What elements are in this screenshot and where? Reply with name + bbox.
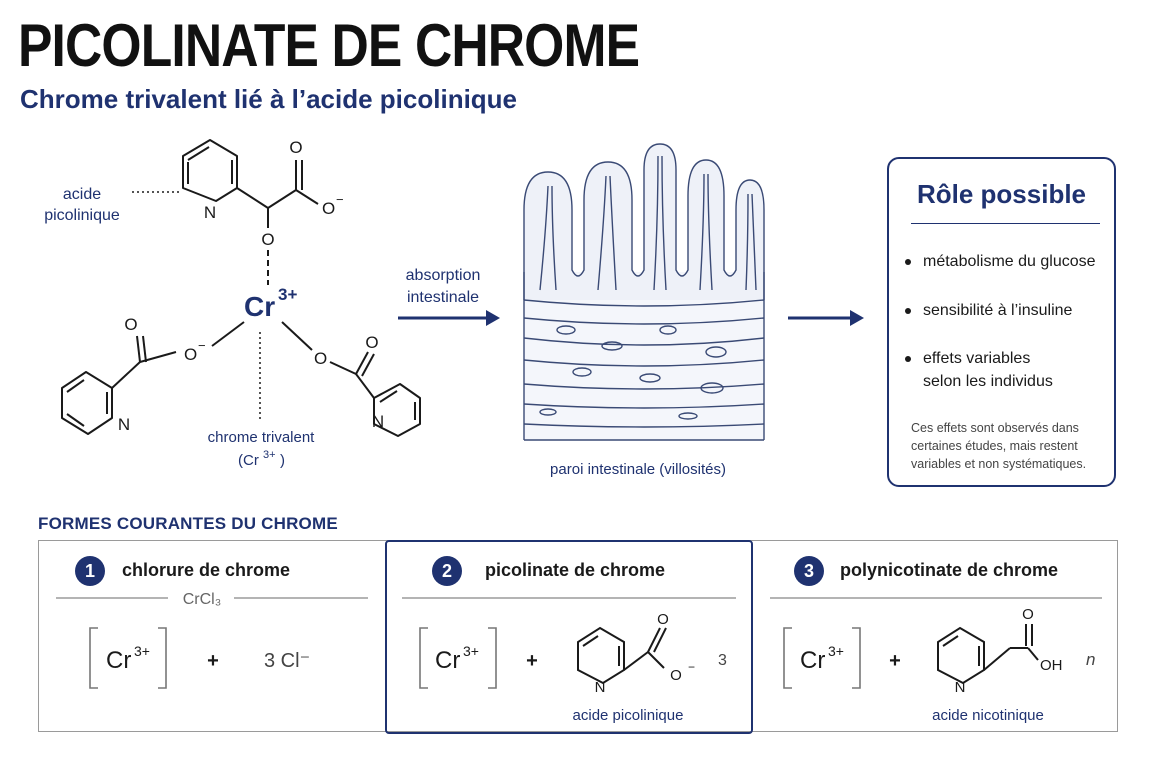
- page-subtitle: Chrome trivalent lié à l’acide picoliniq…: [20, 84, 518, 114]
- intestinal-wall-illustration: [523, 143, 765, 441]
- absorption-arrow: [398, 310, 500, 326]
- trivalent-label-line1: chrome trivalent: [208, 429, 316, 446]
- atom-o-left: O: [124, 315, 137, 334]
- left-pyridine-ring: [61, 321, 245, 435]
- atom-n-left: N: [118, 415, 130, 434]
- atom-o-right: O: [314, 349, 327, 368]
- role-arrow: [788, 310, 864, 326]
- role-item-insulin: sensibilité à l’insuline: [904, 299, 1072, 322]
- atom-o-minus-top: O: [322, 199, 335, 218]
- role-panel: Rôle possible métabolisme du glucose sen…: [887, 157, 1116, 487]
- absorption-label-line1: absorption: [406, 267, 481, 284]
- role-item-variable: effets variables selon les individus: [905, 347, 1053, 393]
- atom-n-top: N: [204, 203, 216, 222]
- form-card-polynicotinate: 3 polynicotinate de chrome: [754, 540, 1118, 732]
- trivalent-label-close: ): [280, 452, 285, 469]
- chromium-center: Cr: [244, 291, 275, 322]
- absorption-label-line2: intestinale: [407, 289, 479, 306]
- ligand-label-line2: picolinique: [44, 207, 120, 224]
- form-name: chlorure de chrome: [122, 560, 291, 580]
- ligand-label-line1: acide: [63, 186, 101, 203]
- atom-o-top: O: [289, 138, 302, 157]
- role-item-glucose: métabolisme du glucose: [905, 250, 1096, 273]
- chromium-charge: 3+: [278, 285, 297, 304]
- minus-left: −: [198, 338, 206, 353]
- form-number: 1: [75, 556, 105, 586]
- role-divider: [911, 223, 1100, 224]
- atom-o-minus-left: O: [184, 345, 197, 364]
- role-note: Ces effets sont observés dans certaines …: [911, 421, 1087, 471]
- forms-section-title: FORMES COURANTES DU CHROME: [38, 514, 338, 533]
- form-2-highlight: [385, 540, 753, 734]
- form-number: 2: [432, 556, 462, 586]
- form-card-chlorure: 1 chlorure de chrome: [38, 540, 385, 732]
- page-title: PICOLINATE DE CHROME: [18, 12, 640, 79]
- form-card-picolinate: 2 picolinate de chrome: [386, 540, 752, 732]
- top-pyridine-ring: [182, 139, 319, 285]
- atom-n-right: N: [372, 412, 384, 431]
- atom-o-right-carbonyl: O: [365, 333, 378, 352]
- trivalent-label-open: (Cr: [238, 452, 259, 469]
- form-name: picolinate de chrome: [485, 560, 666, 580]
- minus-top: −: [336, 192, 344, 207]
- trivalent-label-charge: 3+: [263, 449, 276, 461]
- form-number: 3: [794, 556, 824, 586]
- role-title: Rôle possible: [916, 179, 1087, 209]
- form-name: polynicotinate de chrome: [840, 560, 1059, 580]
- intestinal-wall-caption: paroi intestinale (villosités): [550, 461, 726, 478]
- atom-o-bridge: O: [261, 230, 274, 249]
- right-pyridine-ring: [281, 321, 421, 437]
